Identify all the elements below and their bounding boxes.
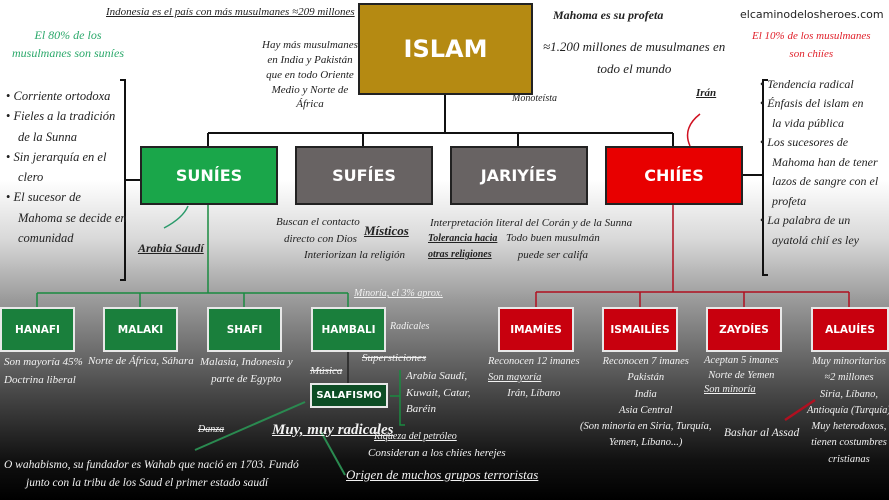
- petroleo-note: Riqueza del petróleo: [374, 431, 457, 442]
- misticos-note: Místicos: [364, 223, 409, 238]
- wahabismo-note: O wahabismo, su fundador es Wahab que na…: [4, 459, 299, 490]
- jariyies-box: JARIYÍES: [450, 146, 588, 205]
- minoria-3-note: Minoría, el 3% aprox.: [354, 288, 443, 299]
- jariyies-label: JARIYÍES: [480, 166, 558, 185]
- sufies-label: SUFÍES: [332, 166, 396, 185]
- chiies-box: CHIÍES: [605, 146, 743, 205]
- salafismo-box: SALAFISMO: [310, 383, 388, 408]
- shia-bullets: Tendencia radicalÉnfasis del islam en la…: [760, 75, 878, 250]
- hanafi-note: Son mayoría 45%Doctrina liberal: [4, 356, 83, 386]
- salafismo-countries-note: Arabia Saudí,Kuwait, Catar,Baréin: [406, 370, 471, 415]
- indonesia-note: Indonesia es el país con más musulmanes …: [106, 6, 355, 18]
- hanafi-label: HANAFI: [15, 323, 60, 336]
- ismailies-box: ISMAILÍES: [602, 307, 678, 352]
- herejes-note: Consideran a los chiíes herejes: [368, 447, 506, 459]
- islam-label: ISLAM: [403, 35, 488, 63]
- alauies-box: ALAUÍES: [811, 307, 889, 352]
- zaydies-label: ZAYDÍES: [719, 323, 769, 336]
- chiies-label: CHIÍES: [644, 166, 704, 185]
- danza-note: Danza: [198, 424, 225, 435]
- zaydies-box: ZAYDÍES: [706, 307, 782, 352]
- salafismo-label: SALAFISMO: [316, 390, 382, 401]
- islam-root-box: ISLAM: [358, 3, 533, 95]
- iran-note: Irán: [696, 87, 717, 99]
- imamies-label: IMAMÍES: [510, 323, 562, 336]
- muy-radicales-note: Muy, muy radicales: [272, 422, 394, 438]
- sunnies-box: SUNÍES: [140, 146, 278, 205]
- hanafi-box: HANAFI: [0, 307, 75, 352]
- shafi-label: SHAFI: [226, 323, 263, 336]
- shafi-box: SHAFI: [207, 307, 282, 352]
- ismailies-label: ISMAILÍES: [610, 323, 670, 336]
- imamies-box: IMAMÍES: [498, 307, 574, 352]
- hambali-box: HAMBALI: [311, 307, 386, 352]
- site-watermark: elcaminodelosheroes.com: [740, 8, 884, 21]
- sufies-box: SUFÍES: [295, 146, 433, 205]
- sunni-bullets: Corriente ortodoxaFieles a la tradición …: [6, 86, 127, 248]
- malaki-note: Norte de África, Sáhara: [88, 355, 194, 367]
- musica-note: Música: [310, 365, 343, 377]
- monoteista-note: Monoteísta: [512, 93, 557, 104]
- sunnies-label: SUNÍES: [175, 166, 243, 185]
- mahoma-note: Mahoma es su profeta: [553, 8, 664, 22]
- malaki-label: MALAKI: [117, 323, 164, 336]
- hambali-label: HAMBALI: [321, 323, 376, 336]
- arabia-saudi-note: Arabia Saudí: [138, 241, 204, 255]
- supersticiones-note: Supersticiones: [362, 352, 427, 364]
- jariyi-note: Interpretación literal del Corán y de la…: [430, 217, 633, 229]
- alauies-label: ALAUÍES: [825, 323, 875, 336]
- malaki-box: MALAKI: [103, 307, 178, 352]
- radicales-note: Radicales: [390, 321, 430, 332]
- origen-terroristas-note: Origen de muchos grupos terroristas: [346, 467, 539, 482]
- bashar-note: Bashar al Assad: [724, 427, 800, 439]
